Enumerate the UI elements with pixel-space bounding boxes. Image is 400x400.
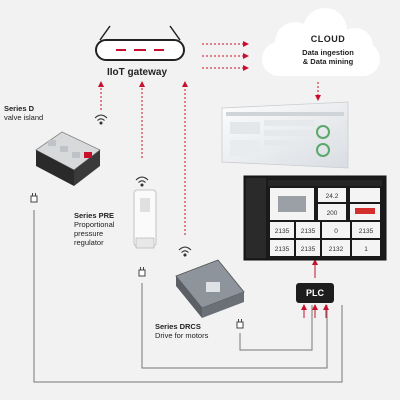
hmi-value: 2135 — [359, 228, 374, 235]
cloud-icon — [262, 8, 380, 76]
cloud-dashboard — [221, 101, 349, 169]
device-desc: pressure — [74, 229, 104, 238]
cloud-subtitle: Data ingestion & Data mining — [280, 48, 376, 66]
plug-icon — [30, 193, 38, 203]
series-drcs-device — [175, 259, 245, 318]
hmi-value: 24.2 — [326, 193, 339, 200]
series-drcs-label: Series DRCS Drive for motors — [155, 322, 208, 340]
hmi-value: 2135 — [275, 246, 290, 253]
hmi-screen — [243, 175, 387, 261]
hmi-value: 2132 — [329, 246, 344, 253]
hmi-values: 24.2 200 2135 2135 0 2135 2135 2135 2132… — [275, 193, 374, 253]
plug-icon — [236, 319, 244, 329]
device-desc: Proportional — [74, 220, 115, 229]
device-desc: regulator — [74, 238, 104, 247]
hmi-value: 0 — [334, 228, 338, 235]
hmi-value: 200 — [327, 210, 338, 217]
hmi-value: 2135 — [301, 246, 316, 253]
device-desc: Drive for motors — [155, 331, 209, 340]
hmi-value: 2135 — [301, 228, 316, 235]
plc-box: PLC — [296, 283, 334, 303]
series-pre-label: Series PRE Proportional pressure regulat… — [74, 211, 114, 247]
cloud-line-1: Data ingestion — [302, 48, 354, 57]
series-pre-device — [133, 189, 157, 249]
device-name: Series DRCS — [155, 322, 201, 331]
wire-series-pre — [141, 283, 328, 369]
cloud-line-2: & Data mining — [302, 57, 354, 66]
series-d-device — [35, 131, 101, 186]
device-name: Series PRE — [74, 211, 115, 220]
plc-arrows — [301, 259, 329, 318]
series-d-label: Series D valve island — [4, 104, 43, 122]
hmi-value: 2135 — [275, 228, 290, 235]
wifi-icon — [135, 176, 149, 187]
wiring — [33, 210, 343, 383]
wire-series-d — [33, 210, 343, 383]
hmi-value: 1 — [364, 246, 368, 253]
wifi-icon — [94, 114, 108, 125]
device-desc: valve island — [4, 113, 44, 122]
gateway-label: IIoT gateway — [106, 67, 167, 78]
device-name: Series D — [4, 104, 35, 113]
wifi-icon — [178, 246, 192, 257]
wire-series-drcs — [239, 305, 313, 351]
router-icon — [95, 25, 185, 61]
plug-icon — [138, 267, 146, 277]
upstream-arrows — [98, 41, 321, 235]
cloud-title: CLOUD — [310, 34, 346, 44]
